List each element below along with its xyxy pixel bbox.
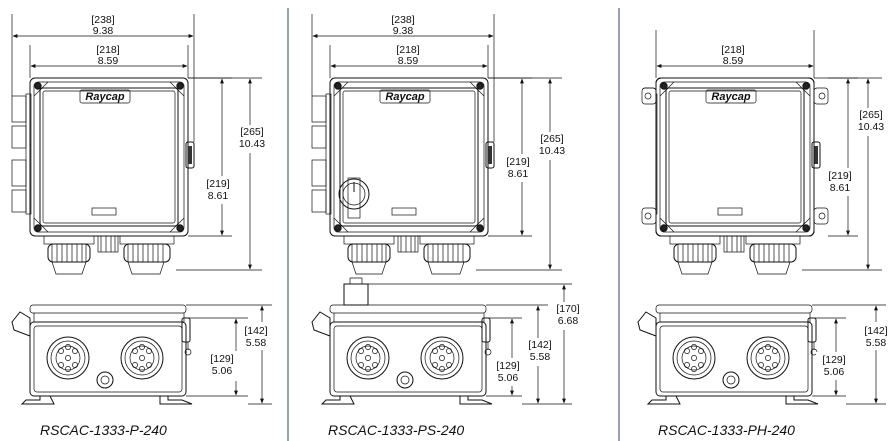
panel-rscac-1333-ph-240: Raycap [218] 8.59 [219] 8.61 [265] 10.43: [634, 30, 890, 438]
svg-text:[238]: [238]: [391, 14, 414, 26]
model-label: RSCAC-1333-PH-240: [658, 422, 795, 438]
dim-side-height-body: [129] 5.06: [186, 317, 248, 397]
svg-text:8.61: 8.61: [208, 190, 229, 202]
svg-text:9.38: 9.38: [393, 25, 414, 37]
enclosure-front-view: [311, 77, 495, 275]
svg-text:[218]: [218]: [396, 44, 419, 56]
svg-text:[219]: [219]: [828, 170, 851, 182]
svg-text:5.06: 5.06: [498, 372, 519, 384]
switch-knob: [338, 177, 370, 219]
svg-text:10.43: 10.43: [239, 138, 265, 150]
svg-text:[142]: [142]: [528, 339, 551, 351]
svg-text:5.06: 5.06: [824, 366, 845, 378]
svg-text:5.58: 5.58: [866, 337, 887, 349]
dim-side-height-body: [129] 5.06: [812, 317, 852, 397]
svg-text:5.58: 5.58: [246, 337, 267, 349]
front-logo: Raycap: [711, 91, 750, 103]
dim-width-overall: [238] 9.38: [11, 14, 195, 142]
svg-text:[219]: [219]: [206, 178, 229, 190]
panel-rscac-1333-p-240: Raycap [238] 9.38 [218] 8.59 [219] 8.61: [11, 14, 284, 438]
svg-text:[218]: [218]: [721, 44, 744, 56]
svg-text:8.59: 8.59: [398, 55, 419, 67]
front-logo: Raycap: [385, 91, 424, 103]
enclosure-side-view: [11, 304, 193, 405]
svg-text:[238]: [238]: [91, 14, 114, 26]
svg-text:8.61: 8.61: [508, 168, 529, 180]
dim-width-box: [218] 8.59: [29, 44, 189, 78]
switch-side: [343, 277, 572, 306]
svg-text:[170]: [170]: [556, 303, 579, 315]
front-logo: Raycap: [85, 91, 124, 103]
enclosure-side-view: [637, 304, 819, 405]
svg-text:8.61: 8.61: [830, 182, 851, 194]
svg-text:[129]: [129]: [210, 353, 233, 365]
svg-text:8.59: 8.59: [98, 55, 119, 67]
svg-text:[129]: [129]: [496, 360, 519, 372]
svg-text:5.06: 5.06: [212, 365, 233, 377]
svg-text:[265]: [265]: [240, 126, 263, 138]
svg-text:[219]: [219]: [506, 156, 529, 168]
svg-text:[142]: [142]: [244, 325, 267, 337]
svg-text:[265]: [265]: [540, 133, 563, 145]
svg-text:9.38: 9.38: [93, 25, 114, 37]
enclosure-front-view: [634, 77, 829, 275]
dim-side-height-total: [142] 5.58: [812, 304, 890, 405]
dim-height-box: [219] 8.61: [188, 77, 238, 237]
svg-text:5.58: 5.58: [530, 351, 551, 363]
model-label: RSCAC-1333-P-240: [40, 422, 167, 438]
svg-text:[218]: [218]: [96, 44, 119, 56]
dim-height-box: [219] 8.61: [822, 77, 858, 237]
dim-width-box: [218] 8.59: [655, 30, 815, 78]
enclosure-front-view: [11, 77, 195, 275]
enclosure-side-view: [311, 304, 493, 405]
dim-height-box: [219] 8.61: [488, 77, 538, 237]
svg-text:8.59: 8.59: [723, 55, 744, 67]
dim-side-height-switch: [170] 6.68: [548, 284, 586, 405]
dim-height-overall: [265] 10.43: [802, 77, 888, 271]
dim-side-height-total: [142] 5.58: [486, 304, 562, 405]
dim-side-height-total: [142] 5.58: [186, 304, 284, 405]
panel-rscac-1333-ps-240: Raycap [238] 9.38 [218] 8.59 [2: [311, 14, 586, 438]
model-label: RSCAC-1333-PS-240: [328, 422, 464, 438]
svg-text:[129]: [129]: [822, 354, 845, 366]
svg-text:6.68: 6.68: [558, 315, 579, 327]
svg-text:10.43: 10.43: [539, 145, 565, 157]
svg-text:[265]: [265]: [859, 109, 882, 121]
svg-text:[142]: [142]: [864, 325, 887, 337]
dim-width-box: [218] 8.59: [329, 44, 489, 78]
dim-height-overall: [265] 10.43: [476, 77, 572, 271]
dim-side-height-body: [129] 5.06: [486, 317, 526, 397]
dim-height-overall: [265] 10.43: [176, 77, 272, 271]
svg-text:10.43: 10.43: [858, 121, 884, 133]
